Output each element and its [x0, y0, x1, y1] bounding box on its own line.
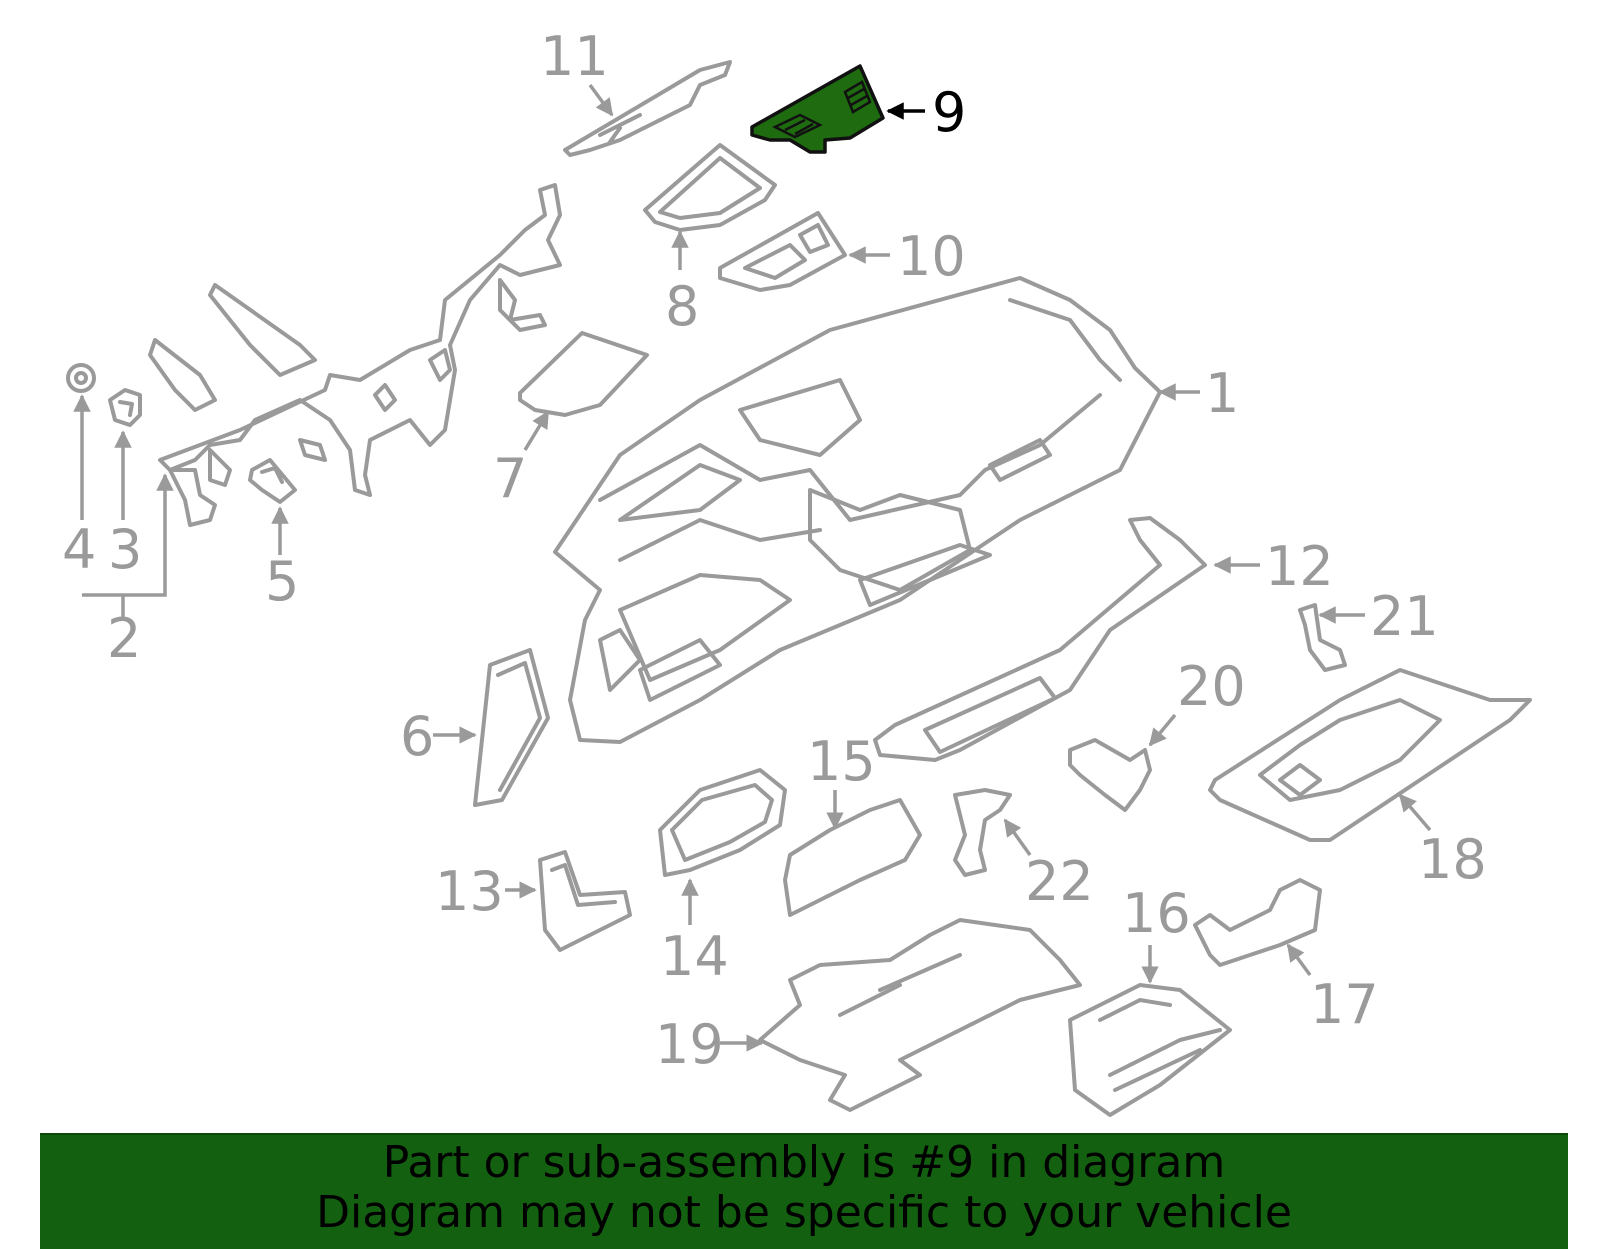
part-2-crossbeam: [148, 183, 562, 527]
callout-4: 4: [62, 518, 96, 581]
callout-7: 7: [493, 447, 527, 510]
callout-17: 17: [1310, 973, 1379, 1036]
part-10-switch-panel: [718, 211, 847, 292]
part-4-grommet: [66, 363, 96, 393]
callout-12: 12: [1265, 535, 1334, 598]
banner-line-disclaimer: Diagram may not be specific to your vehi…: [316, 1187, 1292, 1238]
callout-14: 14: [660, 925, 729, 988]
part-3-clip: [108, 388, 142, 427]
callout-13: 13: [435, 860, 504, 923]
callout-10: 10: [897, 225, 966, 288]
callout-8: 8: [665, 275, 699, 338]
banner-line-part: Part or sub-assembly is #9 in diagram: [382, 1137, 1226, 1188]
part-14-cluster-housing: [658, 768, 787, 877]
part-15-cluster-cover: [783, 798, 922, 917]
callout-21: 21: [1370, 585, 1439, 648]
callout-6: 6: [400, 705, 434, 768]
callout-11: 11: [540, 25, 609, 88]
part-13-bracket: [538, 850, 632, 952]
part-16-glove-box: [1068, 983, 1232, 1117]
part-7-cover: [518, 331, 649, 417]
callout-5: 5: [265, 550, 299, 613]
callout-1: 1: [1205, 362, 1239, 425]
part-21-bracket: [1298, 603, 1347, 672]
part-6-side-trim: [473, 648, 550, 807]
part-19-underpanel: [758, 918, 1082, 1112]
callout-16: 16: [1122, 882, 1191, 945]
part-11-trim-strip: [563, 60, 732, 157]
part-17-lower-trim: [1193, 878, 1322, 967]
part-8-display-frame: [643, 143, 777, 232]
part-22-bracket: [953, 788, 1012, 877]
callout-labels: 1 2 3 4 5 6 7 8 9 10 11 12 13 14 15 16 1…: [62, 25, 1487, 1076]
callout-15: 15: [807, 730, 876, 793]
leader-lines: [73, 83, 1432, 1052]
part-1-dashboard: [553, 276, 1162, 744]
part-12-long-trim: [873, 516, 1207, 762]
part-5-bracket: [248, 458, 297, 504]
callout-9: 9: [932, 81, 966, 144]
part-9-vent-panel-highlighted: [750, 64, 885, 154]
part-18-lower-panel: [1208, 668, 1532, 842]
callout-22: 22: [1025, 850, 1094, 913]
callout-20: 20: [1177, 655, 1246, 718]
callout-2: 2: [107, 607, 141, 670]
callout-18: 18: [1418, 828, 1487, 891]
info-banner: Part or sub-assembly is #9 in diagram Di…: [40, 1133, 1568, 1249]
part-20-bracket: [1068, 738, 1152, 812]
callout-19: 19: [655, 1013, 724, 1076]
callout-3: 3: [108, 518, 142, 581]
